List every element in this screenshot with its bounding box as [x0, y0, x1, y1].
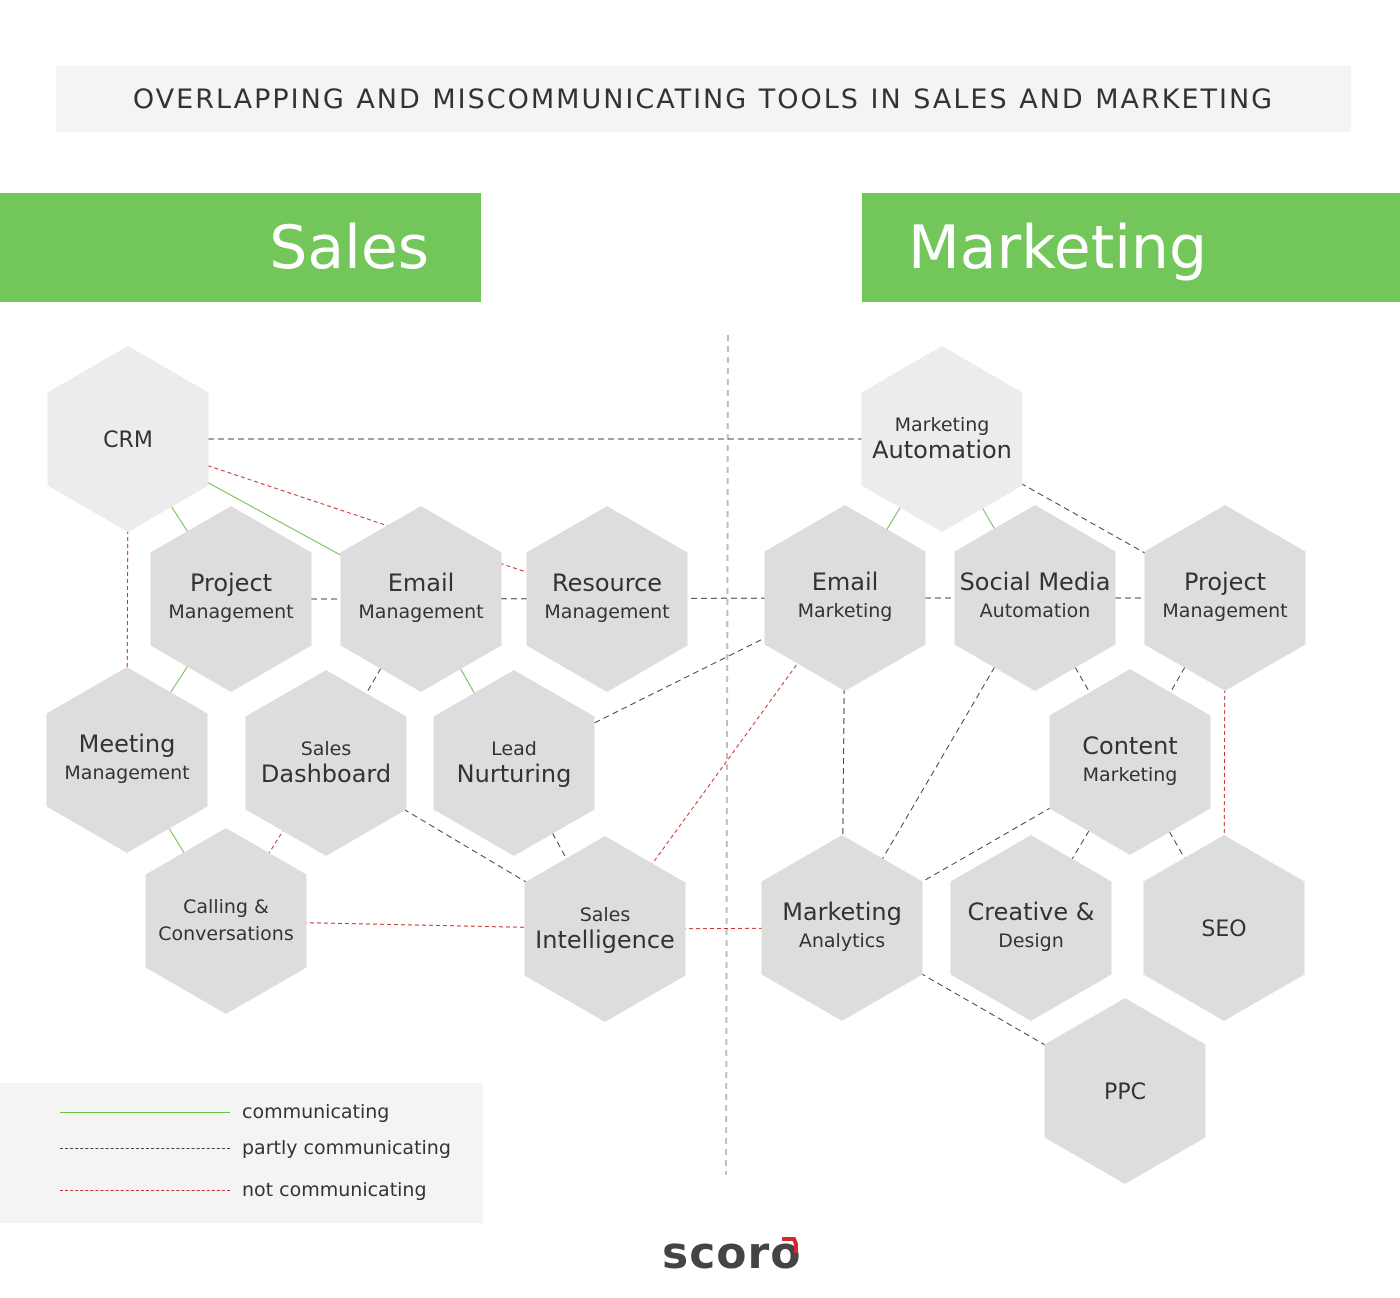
hex-label: PPC: [1104, 1080, 1146, 1105]
hex-label: Management: [64, 762, 189, 784]
legend-item-partly: partly communicating: [60, 1137, 451, 1159]
hexagon-shape: [1143, 835, 1305, 1021]
hexagon-shape: [150, 506, 312, 692]
hex-crm: CRM: [47, 346, 209, 532]
tool-hexagons: CRMProjectManagementEmailManagementResou…: [46, 346, 1306, 1184]
hex-label: Email: [388, 569, 455, 597]
title-bar: OVERLAPPING AND MISCOMMUNICATING TOOLS I…: [56, 66, 1351, 132]
hex-label: Management: [358, 601, 483, 623]
hexagon-shape: [861, 346, 1023, 532]
marketing-banner: Marketing: [862, 193, 1400, 302]
hex-calling: Calling & Conversations: [145, 828, 307, 1014]
hex-label: Calling &: [183, 896, 269, 918]
legend-line-dashed: [60, 1147, 230, 1149]
logo-mark-icon: [782, 1237, 798, 1253]
hex-label: Sales: [580, 904, 631, 926]
legend: communicating partly communicating not c…: [0, 1083, 483, 1223]
hex-seo: SEO: [1143, 835, 1305, 1021]
hexagon-shape: [950, 835, 1112, 1021]
hex-label: Automation: [872, 436, 1012, 464]
connection-not: [604, 597, 846, 930]
hex-label: Automation: [980, 600, 1091, 622]
hexagon-shape: [1049, 669, 1211, 855]
hex-label: Marketing: [1083, 764, 1178, 786]
hexagon-shape: [954, 505, 1116, 691]
hex-label: Content: [1082, 732, 1177, 760]
hex-label: Conversations: [158, 923, 294, 945]
hex-label: CRM: [103, 428, 153, 453]
hexagon-shape: [524, 836, 686, 1022]
scoro-logo: scoro: [662, 1228, 802, 1279]
hex-label: Email: [812, 568, 879, 596]
hex-label: Management: [1162, 600, 1287, 622]
hex-label: SEO: [1201, 917, 1246, 942]
section-divider: [725, 334, 729, 1176]
hex-ppc: PPC: [1044, 998, 1206, 1184]
hexagon-shape: [1144, 505, 1306, 691]
hex-label: Design: [998, 930, 1064, 952]
hex-label: Management: [544, 601, 669, 623]
legend-label: not communicating: [242, 1179, 427, 1201]
hex-label: Lead: [491, 738, 537, 760]
hex-label: Marketing: [895, 414, 990, 436]
hex-label: Resource: [552, 569, 662, 597]
legend-label: communicating: [242, 1101, 390, 1123]
legend-line-solid: [60, 1111, 230, 1113]
legend-item-communicating: communicating: [60, 1101, 389, 1123]
legend-line-dotted: [60, 1189, 230, 1191]
hexagon-shape: [761, 835, 923, 1021]
hexagon-shape: [46, 667, 208, 853]
hex-label: Creative &: [968, 898, 1095, 926]
hexagon-shape: [433, 670, 595, 856]
hex-label: Project: [190, 569, 272, 597]
hexagon-shape: [1044, 998, 1206, 1184]
hex-label: Marketing: [782, 898, 902, 926]
hex-label: Analytics: [799, 930, 885, 952]
legend-label: partly communicating: [242, 1137, 451, 1159]
hex-label: Project: [1184, 568, 1266, 596]
hex-label: Social Media: [960, 568, 1111, 596]
hexagon-shape: [47, 346, 209, 532]
legend-item-not: not communicating: [60, 1179, 427, 1201]
hex-label: Intelligence: [535, 926, 675, 954]
hexagon-shape: [764, 505, 926, 691]
hexagon-shape: [526, 506, 688, 692]
hex-label: Dashboard: [261, 760, 391, 788]
hex-creative: Creative & Design: [950, 835, 1112, 1021]
page-title: OVERLAPPING AND MISCOMMUNICATING TOOLS I…: [132, 83, 1275, 115]
hexagon-shape: [340, 506, 502, 692]
hex-label: Meeting: [79, 730, 176, 758]
hex-label: Sales: [301, 738, 352, 760]
hex-label: Management: [168, 601, 293, 623]
hexagon-shape: [145, 828, 307, 1014]
hex-label: Marketing: [798, 600, 893, 622]
hexagon-shape: [245, 670, 407, 856]
sales-banner: Sales: [0, 193, 481, 302]
hex-label: Nurturing: [457, 760, 572, 788]
